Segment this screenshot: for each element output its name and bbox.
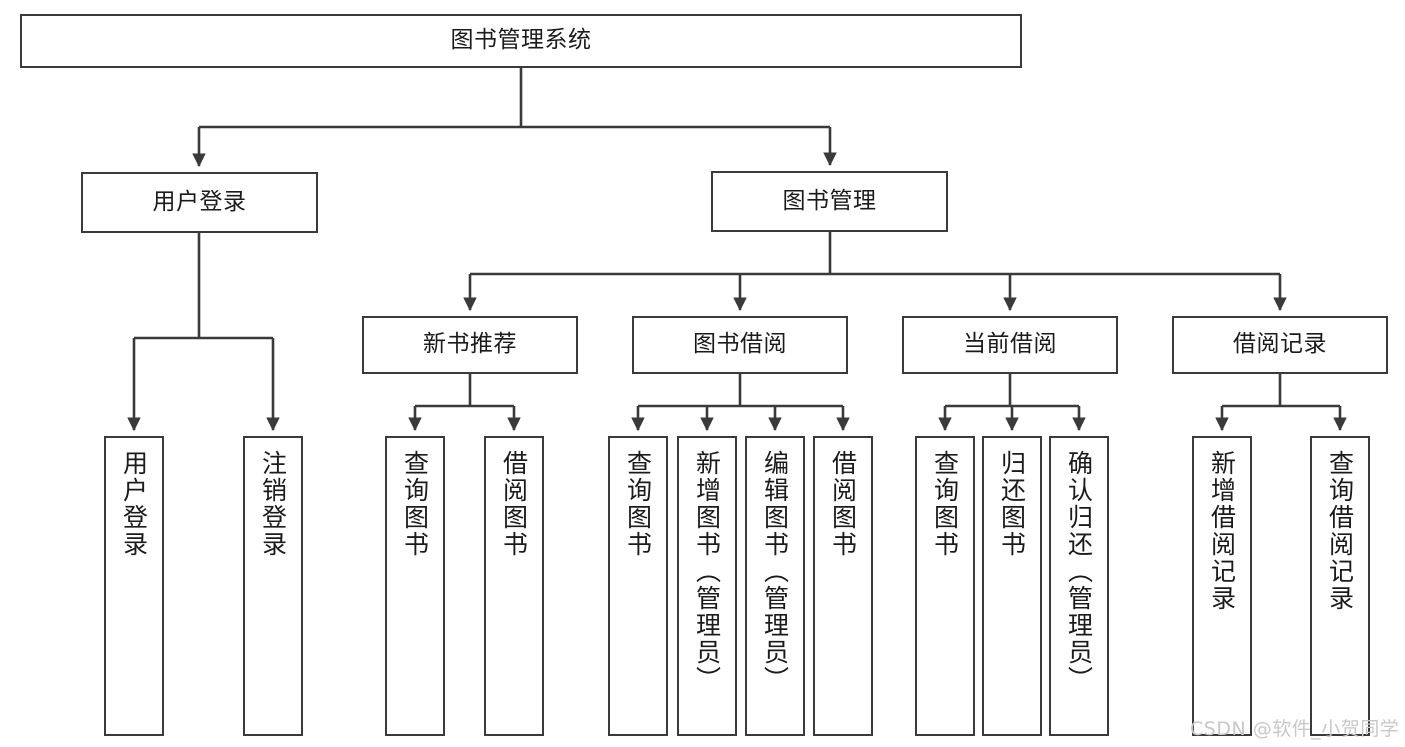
node-leaf-borrow-book-2-label: 借阅图书: [828, 450, 858, 558]
node-leaf-confirm-return-label: 确认归还（管理员）: [1064, 450, 1094, 693]
node-leaf-edit-book-label: 编辑图书（管理员）: [760, 450, 790, 693]
node-leaf-confirm-return[interactable]: 确认归还（管理员）: [1049, 436, 1109, 736]
node-leaf-user-login[interactable]: 用户登录: [104, 436, 164, 736]
node-borrow-records-label: 借阅记录: [1233, 331, 1327, 358]
node-leaf-return-book-label: 归还图书: [997, 450, 1027, 558]
node-leaf-borrow-book-1[interactable]: 借阅图书: [484, 436, 544, 736]
node-root[interactable]: 图书管理系统: [20, 14, 1022, 68]
node-user-login-label: 用户登录: [152, 188, 247, 215]
node-leaf-query-book-3[interactable]: 查询图书: [915, 436, 975, 736]
node-leaf-return-book[interactable]: 归还图书: [982, 436, 1042, 736]
node-leaf-edit-book[interactable]: 编辑图书（管理员）: [745, 436, 805, 736]
node-leaf-query-book-2-label: 查询图书: [623, 450, 653, 558]
node-leaf-logout-label: 注销登录: [258, 450, 288, 558]
node-leaf-query-book-1[interactable]: 查询图书: [385, 436, 445, 736]
node-leaf-logout[interactable]: 注销登录: [243, 436, 303, 736]
node-new-book-recommend-label: 新书推荐: [423, 331, 517, 358]
node-root-label: 图书管理系统: [450, 27, 592, 54]
node-current-borrow-label: 当前借阅: [963, 331, 1057, 358]
node-leaf-query-record[interactable]: 查询借阅记录: [1310, 436, 1370, 736]
node-leaf-query-record-label: 查询借阅记录: [1325, 450, 1355, 612]
node-leaf-query-book-1-label: 查询图书: [400, 450, 430, 558]
node-leaf-borrow-book-2[interactable]: 借阅图书: [813, 436, 873, 736]
node-book-borrow-label: 图书借阅: [693, 331, 787, 358]
node-leaf-add-book[interactable]: 新增图书（管理员）: [677, 436, 737, 736]
node-leaf-add-book-label: 新增图书（管理员）: [692, 450, 722, 693]
node-leaf-add-record[interactable]: 新增借阅记录: [1192, 436, 1252, 736]
node-new-book-recommend[interactable]: 新书推荐: [362, 316, 578, 374]
node-leaf-user-login-label: 用户登录: [119, 450, 149, 558]
csdn-watermark: CSDN @软件_小贺同学: [1190, 718, 1400, 740]
node-leaf-borrow-book-1-label: 借阅图书: [499, 450, 529, 558]
node-leaf-query-book-3-label: 查询图书: [930, 450, 960, 558]
node-borrow-records[interactable]: 借阅记录: [1172, 316, 1388, 374]
node-leaf-add-record-label: 新增借阅记录: [1207, 450, 1237, 612]
node-book-management-label: 图书管理: [782, 187, 877, 214]
node-current-borrow[interactable]: 当前借阅: [902, 316, 1118, 374]
node-book-borrow[interactable]: 图书借阅: [632, 316, 848, 374]
node-book-management[interactable]: 图书管理: [711, 171, 948, 232]
node-user-login[interactable]: 用户登录: [81, 172, 318, 233]
node-leaf-query-book-2[interactable]: 查询图书: [608, 436, 668, 736]
